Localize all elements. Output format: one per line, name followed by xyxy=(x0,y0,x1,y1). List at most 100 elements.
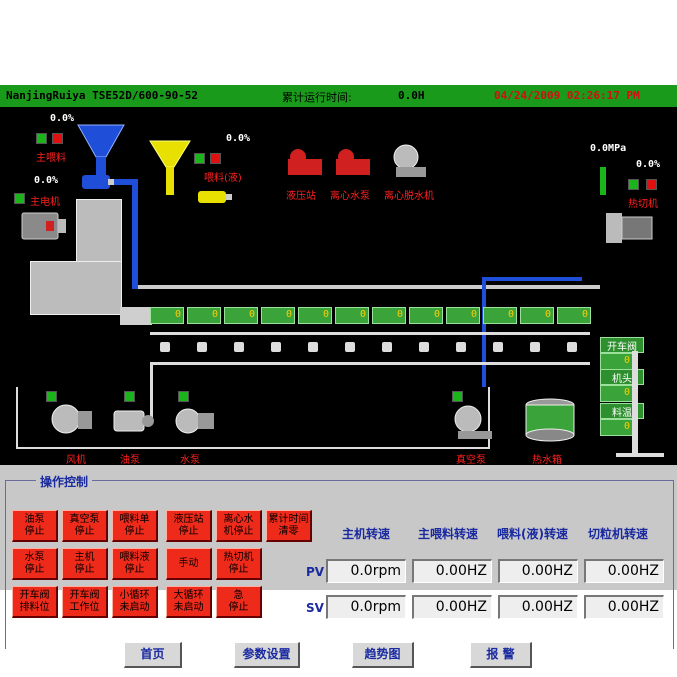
main-feed-stop-lamp xyxy=(52,133,63,144)
process-diagram: 0.0% 主喂料 0.0% 主电机 0.0% xyxy=(0,107,677,465)
barrel-top-line xyxy=(138,285,600,289)
oil-pump-icon xyxy=(113,410,154,432)
cooling-drop-line xyxy=(150,362,153,422)
melt-temp-value: 0 xyxy=(600,419,634,436)
barrel-zone-4: 0 xyxy=(261,307,295,324)
cutter-stop-button[interactable]: 热切机停止 xyxy=(216,548,262,580)
valve-value: 0 xyxy=(600,353,634,370)
dewater-label: 离心脱水机 xyxy=(384,191,434,202)
support-base xyxy=(616,453,664,457)
control-panel-frame xyxy=(5,480,674,649)
alarm-button[interactable]: 报 警 xyxy=(470,642,532,668)
water-pump-stop-button[interactable]: 水泵停止 xyxy=(12,548,58,580)
pv-liquid-feed: 0.00HZ xyxy=(498,559,578,583)
heater-valve-5 xyxy=(308,342,318,352)
heater-valve-6 xyxy=(345,342,355,352)
heater-valve-2 xyxy=(197,342,207,352)
centrifugal-pump-label: 离心水泵 xyxy=(330,191,370,202)
main-machine-stop-button[interactable]: 主机停止 xyxy=(62,548,108,580)
main-motor-pct: 0.0% xyxy=(34,175,59,186)
liquid-feed-pump-icon xyxy=(198,191,232,203)
cooling-return-line xyxy=(150,362,590,365)
liquid-feed-stop-lamp xyxy=(210,153,221,164)
pv-main-speed: 0.0rpm xyxy=(326,559,406,583)
barrel-zone-7: 0 xyxy=(372,307,406,324)
cutter-label: 热切机 xyxy=(628,199,658,210)
dewater-machine-icon xyxy=(393,144,426,177)
sv-liquid-feed-input[interactable]: 0.00HZ xyxy=(498,595,578,619)
liquid-feed-stop-button[interactable]: 喂料液停止 xyxy=(112,548,158,580)
centrifugal-stop-button[interactable]: 离心水机停止 xyxy=(216,510,262,542)
heater-valve-4 xyxy=(271,342,281,352)
liquid-feed-run-lamp xyxy=(194,153,205,164)
runtime-label: 累计运行时间: xyxy=(282,91,352,104)
fan-lamp xyxy=(46,391,57,402)
main-feed-hopper-icon xyxy=(77,124,125,179)
hmi-screen: NanjingRuiya TSE52D/600-90-52 累计运行时间: 0.… xyxy=(0,85,677,668)
small-cycle-button[interactable]: 小循环未启动 xyxy=(112,586,158,618)
heater-valve-12 xyxy=(567,342,577,352)
sv-main-feed-input[interactable]: 0.00HZ xyxy=(412,595,492,619)
main-motor-lamp xyxy=(14,193,25,204)
main-feed-label: 主喂料 xyxy=(36,153,66,164)
feed-single-stop-button[interactable]: 喂料单停止 xyxy=(112,510,158,542)
heater-valve-11 xyxy=(530,342,540,352)
sv-main-speed-input[interactable]: 0.0rpm xyxy=(326,595,406,619)
water-tank-icon xyxy=(525,398,575,442)
barrel-zone-6: 0 xyxy=(335,307,369,324)
fan-label: 风机 xyxy=(66,455,86,465)
emergency-stop-button[interactable]: 急停止 xyxy=(216,586,262,618)
heater-valve-1 xyxy=(160,342,170,352)
hydraulic-stop-button[interactable]: 液压站停止 xyxy=(166,510,212,542)
reset-runtime-button[interactable]: 累计时间清零 xyxy=(266,510,312,542)
main-feed-run-lamp xyxy=(36,133,47,144)
pv-cutter: 0.00HZ xyxy=(584,559,664,583)
parameter-settings-button[interactable]: 参数设置 xyxy=(234,642,300,668)
liquid-feed-pct: 0.0% xyxy=(226,133,251,144)
water-pump-label: 水泵 xyxy=(180,455,200,465)
runtime-value: 0.0H xyxy=(398,89,425,102)
pv-main-feed: 0.00HZ xyxy=(412,559,492,583)
cutter-pct: 0.0% xyxy=(636,159,661,170)
barrel-zone-11: 0 xyxy=(520,307,554,324)
barrel-zone-10: 0 xyxy=(483,307,517,324)
header-main-speed: 主机转速 xyxy=(342,527,391,541)
datetime: 04/24/2009 02:26:17 PM xyxy=(494,89,640,102)
gearbox xyxy=(76,199,122,263)
main-feed-motor-icon xyxy=(82,175,114,189)
trend-chart-button[interactable]: 趋势图 xyxy=(352,642,414,668)
barrel-zone-1: 0 xyxy=(150,307,184,324)
liquid-feed-label: 喂料(液) xyxy=(204,173,242,184)
barrel-zone-8: 0 xyxy=(409,307,443,324)
header-cutter-speed: 切粒机转速 xyxy=(588,527,649,541)
manual-button[interactable]: 手动 xyxy=(166,548,212,580)
vacuum-pump-icon xyxy=(454,405,492,439)
support-pole xyxy=(632,351,638,455)
pressure-gauge xyxy=(600,167,606,195)
oil-pump-stop-button[interactable]: 油泵停止 xyxy=(12,510,58,542)
heater-valve-3 xyxy=(234,342,244,352)
sv-label: SV xyxy=(306,601,324,615)
vacuum-pump-stop-button[interactable]: 真空泵停止 xyxy=(62,510,108,542)
valve-work-button[interactable]: 开车阀工作位 xyxy=(62,586,108,618)
title-bar: NanjingRuiya TSE52D/600-90-52 累计运行时间: 0.… xyxy=(0,85,677,107)
feed-pipe-vertical xyxy=(132,179,138,289)
home-button[interactable]: 首页 xyxy=(124,642,182,668)
main-motor-icon xyxy=(21,212,66,240)
base-tank-outline xyxy=(16,387,490,449)
feed-pipe xyxy=(114,179,138,185)
barrel-zone-5: 0 xyxy=(298,307,332,324)
cooling-water-line xyxy=(150,332,590,335)
centrifugal-pump-icon xyxy=(336,149,370,175)
water-tank-label: 热水箱 xyxy=(532,455,562,465)
header-main-feed-speed: 主喂料转速 xyxy=(418,527,479,541)
water-pump-icon xyxy=(175,408,214,434)
heater-valve-10 xyxy=(493,342,503,352)
barrel-zone-9: 0 xyxy=(446,307,480,324)
valve-discharge-button[interactable]: 开车阀排料位 xyxy=(12,586,58,618)
large-cycle-button[interactable]: 大循环未启动 xyxy=(166,586,212,618)
sv-cutter-input[interactable]: 0.00HZ xyxy=(584,595,664,619)
heater-valve-7 xyxy=(382,342,392,352)
valve-label-box: 开车阀 xyxy=(600,337,644,353)
cutter-stop-lamp xyxy=(646,179,657,190)
